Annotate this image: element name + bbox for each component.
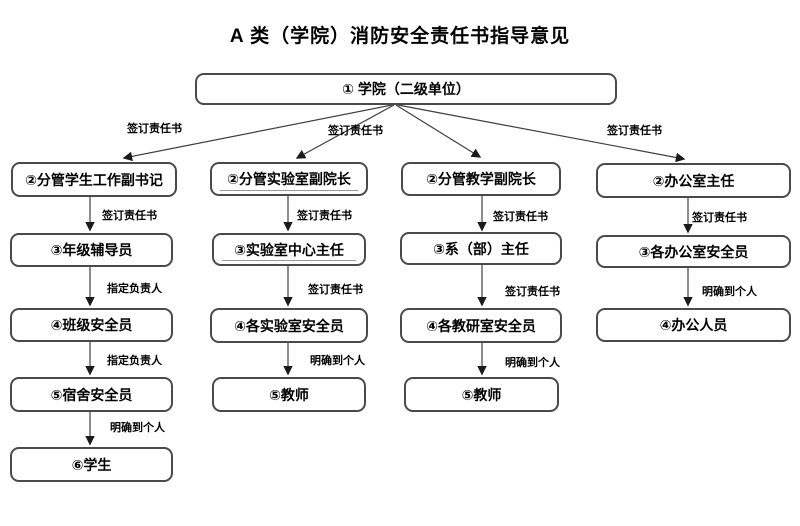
edge-label-sign-1: 签订责任书 bbox=[127, 123, 182, 135]
connector bbox=[295, 104, 395, 159]
edge-label: 签订责任书 bbox=[102, 210, 157, 222]
node-student: ⑥学生 bbox=[10, 447, 173, 482]
node-department-director: ③系（部）主任 bbox=[400, 232, 562, 265]
node-office-director: ②办公室主任 bbox=[596, 163, 791, 198]
node-teaching-vice-dean: ②分管教学副院长 bbox=[401, 162, 561, 196]
diagram-title: A 类（学院）消防安全责任书指导意见 bbox=[229, 26, 571, 47]
node-teacher-lab: ⑤教师 bbox=[212, 377, 366, 412]
node-student-work-deputy-secretary: ②分管学生工作副书记 bbox=[11, 162, 177, 197]
edge-label: 明确到个人 bbox=[110, 422, 165, 434]
edge-label-sign-2: 签订责任书 bbox=[328, 125, 383, 137]
node-class-safety-officer: ④班级安全员 bbox=[10, 308, 173, 342]
edge-label: 签订责任书 bbox=[297, 210, 352, 222]
node-dorm-safety-officer: ⑤宿舍安全员 bbox=[10, 377, 173, 412]
node-teacher-teaching: ⑤教师 bbox=[404, 377, 559, 412]
edge-label: 签订责任书 bbox=[308, 284, 363, 296]
edge-label: 明确到个人 bbox=[702, 286, 757, 298]
node-lab-center-director: ③实验室中心主任 bbox=[212, 233, 366, 266]
edge-label-sign-3: 签订责任书 bbox=[607, 125, 662, 137]
node-lab-vice-dean: ②分管实验室副院长 bbox=[210, 162, 368, 196]
edge-label: 签订责任书 bbox=[505, 286, 560, 298]
edge-label: 指定负责人 bbox=[107, 355, 162, 367]
connector bbox=[397, 104, 686, 163]
connector bbox=[122, 104, 393, 162]
node-college: ① 学院（二级单位） bbox=[195, 73, 617, 105]
edge-label: 签订责任书 bbox=[493, 211, 548, 223]
edge-label: 明确到个人 bbox=[310, 355, 365, 367]
node-lab-safety-officer: ④各实验室安全员 bbox=[210, 308, 368, 343]
connector bbox=[395, 104, 482, 158]
edge-label: 明确到个人 bbox=[505, 357, 560, 369]
node-office-safety-officer: ③各办公室安全员 bbox=[596, 235, 791, 268]
edge-label: 签订责任书 bbox=[692, 212, 747, 224]
node-grade-counselor: ③年级辅导员 bbox=[10, 233, 173, 267]
node-office-staff: ④办公人员 bbox=[596, 308, 791, 342]
edge-label: 指定负责人 bbox=[107, 283, 162, 295]
node-teaching-office-safety-officer: ④各教研室安全员 bbox=[400, 308, 562, 343]
